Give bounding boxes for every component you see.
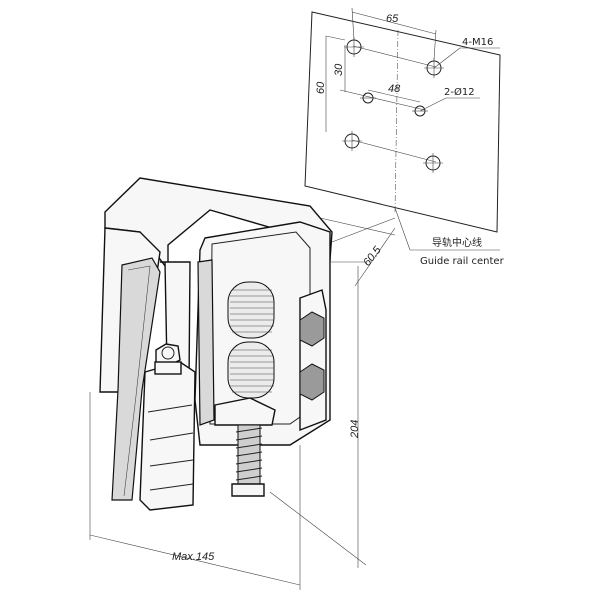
dim-65: 65 xyxy=(386,13,399,25)
label-2-dia12: 2-Ø12 xyxy=(444,86,475,98)
hex-bolt-side xyxy=(299,311,325,347)
hex-nut-top xyxy=(154,343,182,375)
mounting-plate: 65 60 30 48 4-M16 2-Ø12 xyxy=(304,7,501,233)
hex-bolt-side xyxy=(299,363,325,401)
dim-48: 48 xyxy=(388,83,401,95)
spring-upper xyxy=(227,281,275,339)
bolt-hole xyxy=(423,153,443,173)
safety-gear-body xyxy=(99,177,333,511)
svg-text:60.5: 60.5 xyxy=(361,244,384,269)
adjusting-screw xyxy=(231,424,265,497)
bolt-hole xyxy=(342,131,362,151)
svg-text:204: 204 xyxy=(349,420,361,439)
dim-max-width: Max.145 xyxy=(89,392,301,590)
label-guide-rail-en: Guide rail center xyxy=(420,256,505,267)
pin-hole xyxy=(360,92,376,104)
dim-30: 30 xyxy=(333,63,345,76)
label-guide-rail-cn: 导轨中心线 xyxy=(432,236,482,249)
spring-lower xyxy=(227,341,275,399)
dim-60: 60 xyxy=(315,81,327,94)
svg-text:Max.145: Max.145 xyxy=(172,551,215,563)
plate-center-line xyxy=(394,29,399,213)
guide-rail-leader: 导轨中心线 Guide rail center xyxy=(394,207,505,267)
label-4-m16: 4-M16 xyxy=(462,37,493,48)
dim-height: 204 xyxy=(269,261,367,568)
